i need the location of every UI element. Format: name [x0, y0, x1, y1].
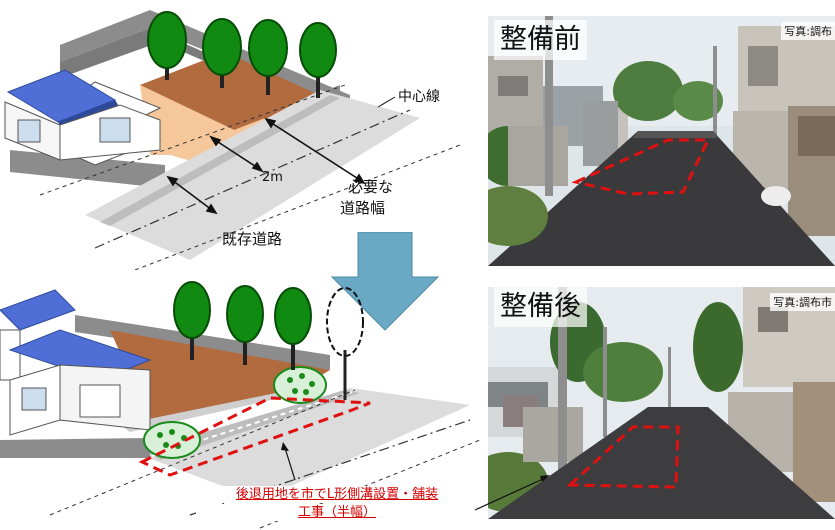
after-setback-outline: [566, 425, 680, 489]
top-diagram: [4, 10, 461, 270]
tree-icon: [248, 19, 288, 95]
photo-before-credit: 写真:調布: [781, 22, 835, 40]
shrub: [273, 366, 327, 404]
house: [0, 289, 152, 458]
setback-area-outline: [138, 396, 371, 477]
caption-pointer: [474, 475, 550, 511]
tree-icon: [173, 281, 211, 360]
setback-width-label: 2m: [262, 170, 283, 185]
before-setback-outline: [571, 138, 711, 196]
caption-line2: 工事（半幅）: [196, 504, 478, 521]
tree-icon: [274, 287, 312, 370]
photo-before: 整備前 写真:調布: [488, 16, 835, 266]
bottom-diagram: [0, 281, 481, 529]
caption-line1: 後退用地を市でL形側溝設置・舗装: [196, 486, 478, 503]
centerline: [94, 109, 411, 249]
photo-before-heading: 整備前: [494, 20, 587, 60]
photo-after-credit: 写真:調布市: [770, 293, 835, 311]
photo-after: 整備後 写真:調布市: [488, 287, 835, 519]
removed-tree-icon: [326, 287, 364, 400]
tree-icon: [299, 22, 337, 98]
tree-icon: [226, 285, 264, 365]
centerline-label: 中心線: [398, 89, 440, 105]
required-width-label-line1: 必要な: [348, 178, 394, 196]
down-arrow-icon: [330, 232, 440, 331]
photo-after-heading: 整備後: [494, 287, 587, 327]
tree-icon: [147, 11, 187, 80]
house: [4, 69, 162, 166]
tree-icon: [202, 18, 242, 88]
required-width-label-line2: 道路幅: [340, 199, 386, 217]
existing-road-label: 既存道路: [222, 230, 283, 248]
shrub: [143, 421, 201, 459]
